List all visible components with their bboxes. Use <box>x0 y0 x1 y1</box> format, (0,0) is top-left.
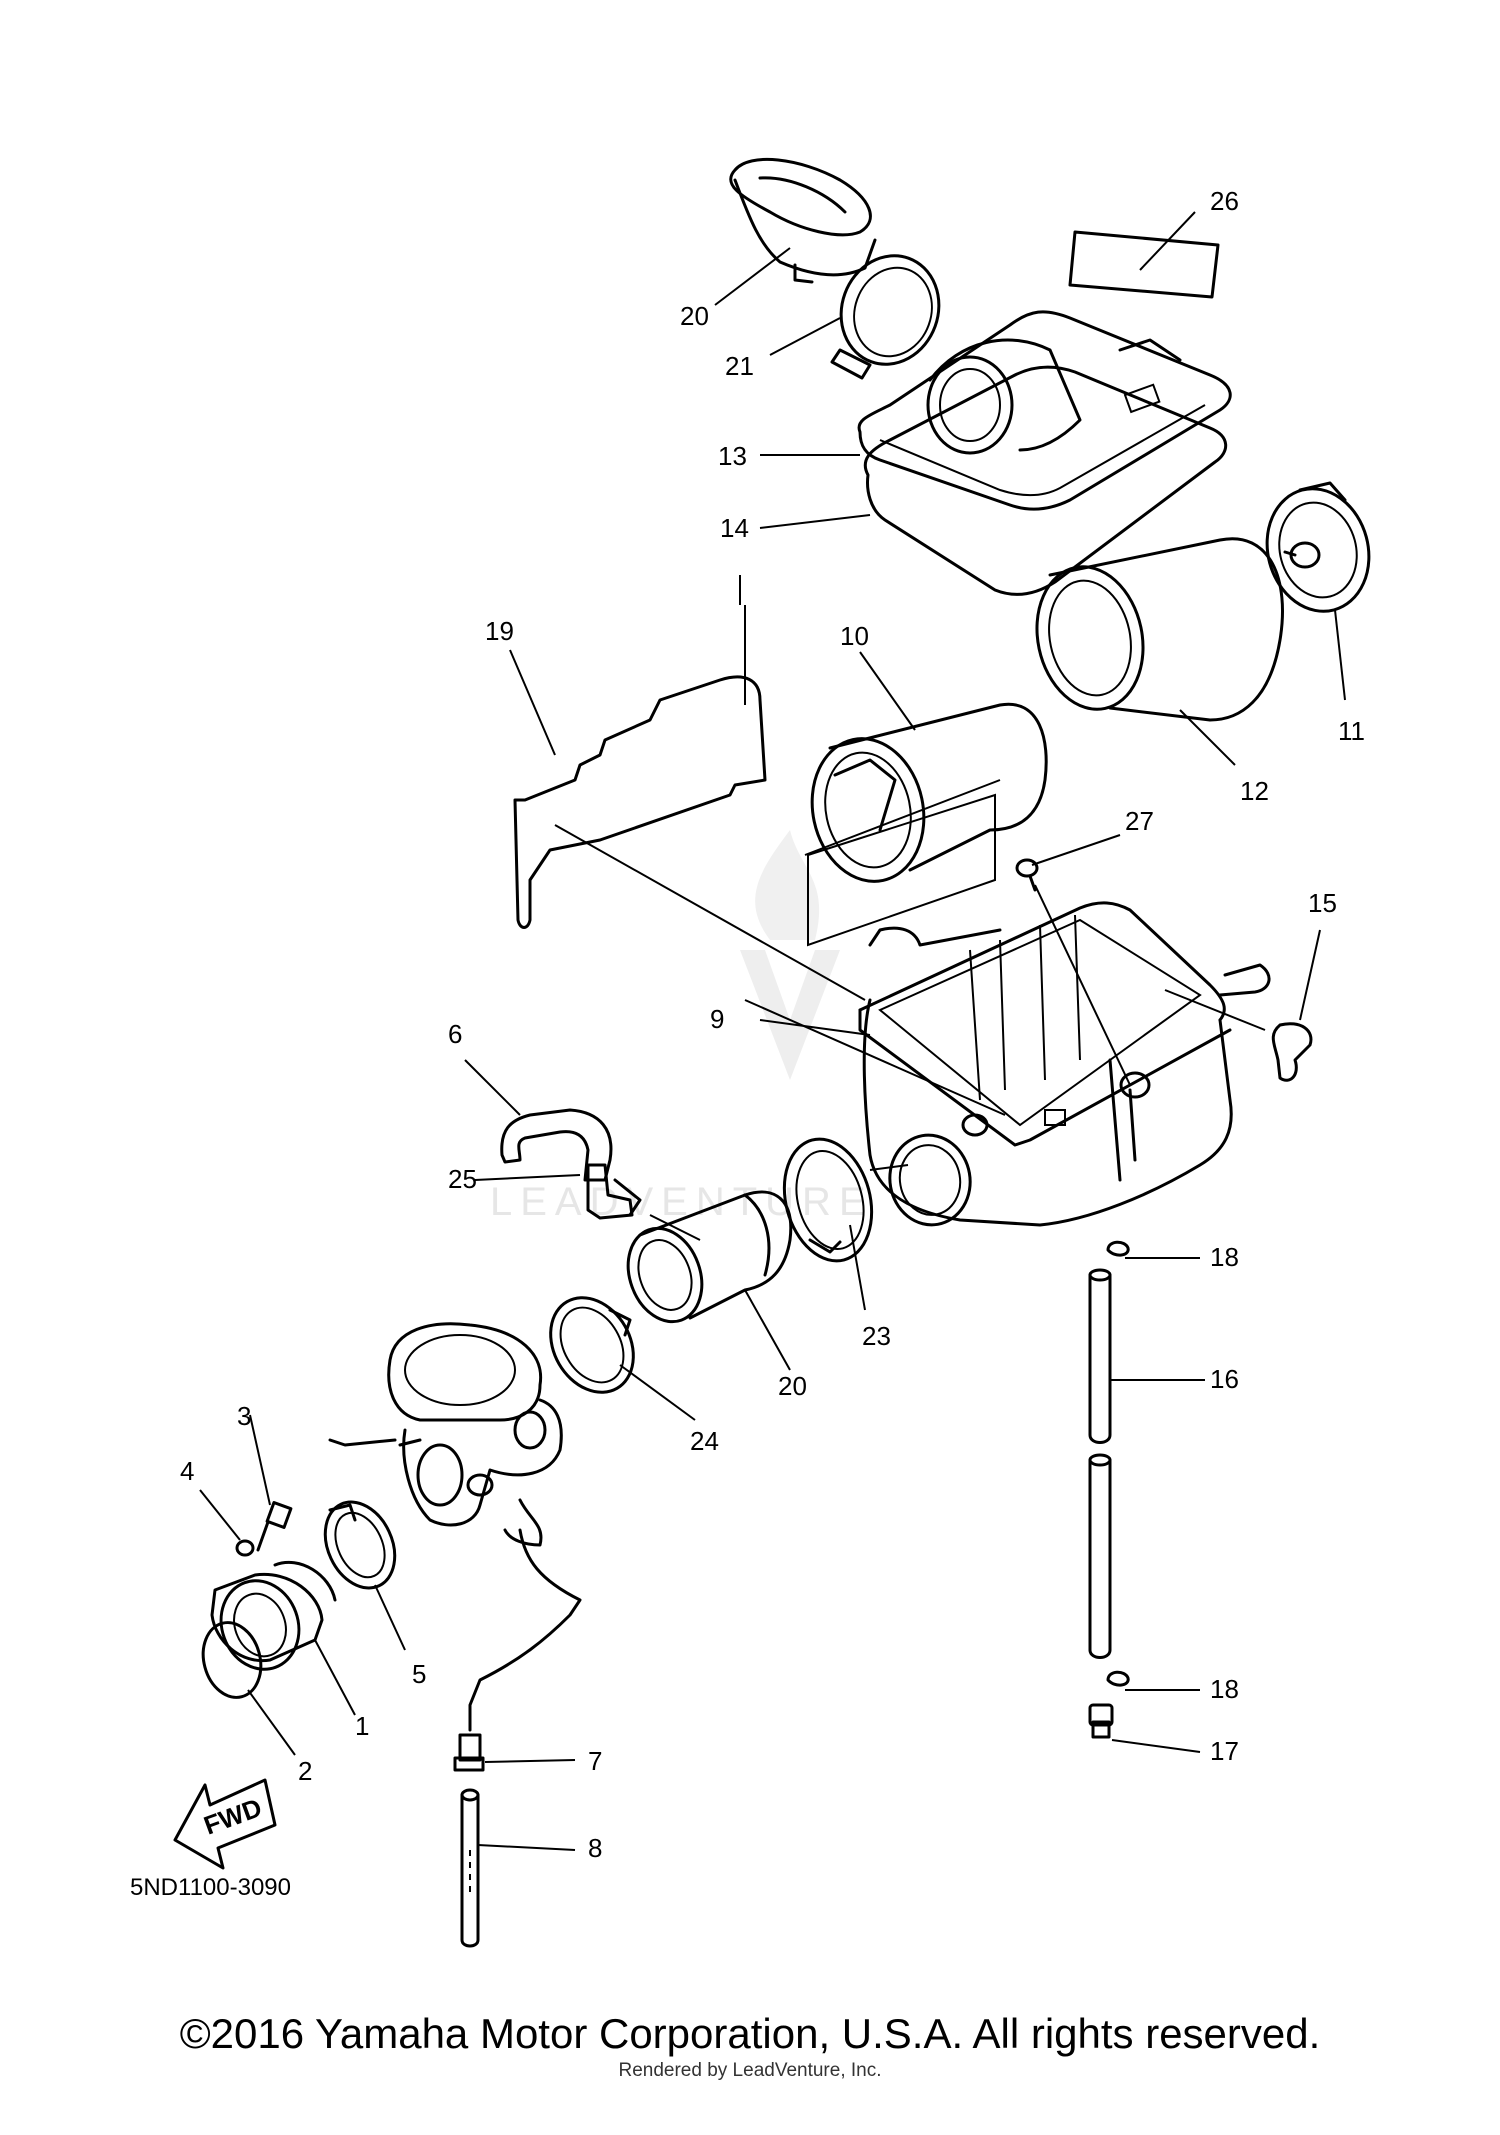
part-4-washer <box>235 1539 255 1557</box>
label-27: 26 <box>1210 186 1239 216</box>
label-2: 2 <box>298 1756 312 1786</box>
label-12: 12 <box>1240 776 1269 806</box>
part-18-clip-upper <box>1106 1240 1130 1257</box>
label-21: 20 <box>680 301 709 331</box>
label-3: 3 <box>237 1401 251 1431</box>
label-23: 23 <box>862 1321 891 1351</box>
part-18-clip-lower <box>1106 1670 1130 1687</box>
part-7-fitting <box>453 1733 485 1772</box>
part-10-inner-filter <box>804 702 1048 883</box>
part-26-screw <box>1015 858 1039 892</box>
part-27-decal <box>1068 230 1220 299</box>
label-20: 20 <box>778 1371 807 1401</box>
label-22: 21 <box>725 351 754 381</box>
label-16: 16 <box>1210 1364 1239 1394</box>
watermark-logo: LEADVENTURE <box>490 830 874 1224</box>
label-9: 9 <box>710 1004 724 1034</box>
label-18-lower: 18 <box>1210 1674 1239 1704</box>
part-6-hose <box>500 1108 613 1182</box>
part-2-o-ring <box>201 1621 263 1699</box>
label-17: 17 <box>1210 1736 1239 1766</box>
part-11-end-cap <box>1265 481 1371 613</box>
part-20-joint <box>626 1190 793 1324</box>
label-26: 27 <box>1125 806 1154 836</box>
part-19-cover-panel <box>513 675 767 929</box>
label-8: 8 <box>588 1833 602 1863</box>
part-number-labels: 26 20 21 13 14 19 10 11 12 27 15 6 9 25 … <box>130 186 1365 1901</box>
label-6: 6 <box>448 1019 462 1049</box>
part-12-outer-filter <box>1035 537 1284 722</box>
part-21-intake-duct <box>729 157 877 284</box>
part-14-gasket <box>863 365 1228 596</box>
copyright-text: ©2016 Yamaha Motor Corporation, U.S.A. A… <box>179 2010 1321 2057</box>
watermark-text: LEADVENTURE <box>490 1180 874 1224</box>
label-11: 11 <box>1338 716 1365 746</box>
leader-10-box <box>807 793 996 947</box>
rendered-by-text: Rendered by LeadVenture, Inc. <box>618 2060 882 2081</box>
label-24: 25 <box>448 1164 477 1194</box>
part-5-clamp <box>323 1500 397 1590</box>
diagram-code: 5ND1100-3090 <box>130 1874 291 1901</box>
carburetor-assembly <box>328 1322 582 1732</box>
part-16-drain-tube <box>1088 1268 1112 1659</box>
part-22-clamp <box>830 254 941 380</box>
label-18-upper: 18 <box>1210 1242 1239 1272</box>
fwd-arrow-icon: FWD <box>173 1778 277 1870</box>
label-19: 19 <box>485 616 514 646</box>
part-13-cleaner-cap <box>857 310 1232 511</box>
part-25-clamp <box>549 1296 635 1394</box>
label-1: 1 <box>355 1711 369 1741</box>
leader-lines <box>199 211 1346 1851</box>
part-8-tube <box>460 1788 480 1948</box>
label-14: 14 <box>720 513 749 543</box>
label-4: 4 <box>180 1456 194 1486</box>
label-15: 15 <box>1308 888 1337 918</box>
label-5: 5 <box>412 1659 426 1689</box>
label-7: 7 <box>588 1746 602 1776</box>
part-15-clip <box>1271 1022 1313 1082</box>
part-9-cleaner-case <box>858 901 1271 1227</box>
label-13: 13 <box>718 441 747 471</box>
part-24-elbow <box>586 1163 642 1220</box>
label-10: 10 <box>840 621 869 651</box>
label-25: 24 <box>690 1426 719 1456</box>
part-3-bolt <box>256 1501 293 1552</box>
part-17-plug <box>1088 1703 1114 1739</box>
